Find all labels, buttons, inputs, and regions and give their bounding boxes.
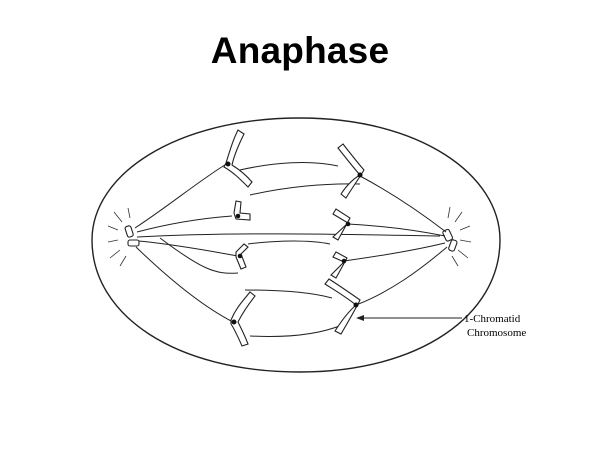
annotation-arrow — [356, 315, 462, 321]
annotation-label-line1: 1-Chromatid — [464, 313, 521, 325]
chromatid-left-3 — [235, 243, 249, 270]
left-chromatids — [223, 129, 256, 347]
chromatid-left-1 — [223, 129, 253, 188]
left-centrosome-rays — [107, 207, 131, 267]
centromeres — [225, 161, 363, 325]
right-centriole — [442, 228, 458, 252]
right-chromatids — [324, 143, 365, 335]
cell-membrane — [91, 117, 501, 373]
right-centrosome-rays — [447, 206, 472, 267]
chromatid-right-4 — [324, 278, 361, 335]
chromatid-right-1 — [337, 143, 365, 199]
chromatid-left-4 — [230, 291, 256, 347]
left-centriole — [124, 225, 140, 247]
slide-title: Anaphase — [210, 30, 390, 71]
chromatid-right-2 — [332, 208, 351, 241]
right-spindle-fibers — [343, 175, 448, 306]
left-spindle-fibers — [134, 162, 441, 323]
annotation-label-line2: Chromosome — [467, 327, 526, 339]
chromatid-right-3 — [330, 251, 348, 279]
